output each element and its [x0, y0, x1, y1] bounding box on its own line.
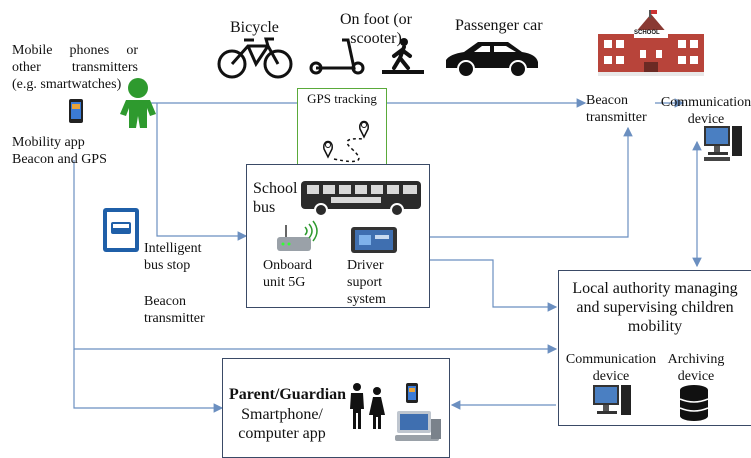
parent-box: Parent/Guardian Smartphone/ computer app — [222, 358, 450, 458]
authority-computer-icon — [593, 385, 631, 415]
school-building-icon — [598, 10, 704, 76]
computer-icon — [704, 126, 742, 161]
pedestrian-icon — [382, 38, 424, 74]
school-comm-label: Communication device — [660, 95, 751, 127]
database-icon — [679, 385, 709, 421]
gps-tracking-label: GPS tracking — [307, 91, 377, 106]
parent-title: Parent/Guardian — [229, 386, 347, 403]
driver-support-label: Driver suport system — [347, 258, 386, 307]
school-bus-title: School bus — [253, 180, 298, 216]
bicycle-label: Bicycle — [230, 19, 279, 36]
route-icon — [323, 120, 369, 163]
on-foot-label: On foot (or scooter) — [340, 11, 412, 47]
tablet-icon — [351, 227, 397, 253]
authority-title: Local authority managing and supervising… — [572, 280, 738, 335]
arrow-app-to-parent — [73, 349, 224, 413]
scooter-icon — [309, 38, 365, 75]
mobility-app-text: Mobility app Beacon and GPS — [12, 135, 107, 167]
archiving-label: Archiving device — [667, 352, 725, 384]
user-devices-text: Mobile phones or other transmitters (e.g… — [12, 43, 138, 92]
bicycle-icon — [217, 37, 293, 79]
parent-smartphone-icon — [406, 383, 418, 403]
onboard-unit-label: Onboard unit 5G — [263, 258, 312, 290]
school-sign: SCHOOL — [634, 30, 660, 36]
parent-app-label: Smartphone/ computer app — [238, 406, 326, 442]
smartphone-icon — [69, 99, 83, 123]
arrow-bus-to-authority — [430, 259, 558, 312]
school-beacon-label: Beacon transmitter — [586, 93, 647, 125]
bus-icon — [301, 181, 421, 217]
child-icon — [120, 78, 156, 128]
parents-icon — [350, 383, 385, 429]
bus-stop-icon — [103, 208, 139, 252]
arrow-child-to-bus — [156, 103, 248, 241]
bus-stop-label: Intelligent bus stop — [144, 241, 202, 273]
arrow-bus-to-school — [430, 126, 633, 238]
school-bus-box: School bus Onboard unit 5G Driver suport… — [246, 164, 430, 308]
parent-computer-icon — [395, 411, 441, 441]
gps-tracking-box: GPS tracking — [297, 88, 387, 176]
bus-stop-beacon: Beacon transmitter — [144, 294, 205, 326]
car-icon — [446, 42, 538, 78]
router-icon — [277, 220, 318, 251]
local-authority-box: Local authority managing and supervising… — [558, 270, 751, 426]
car-label: Passenger car — [455, 17, 543, 34]
authority-comm-label: Communication device — [565, 352, 657, 384]
